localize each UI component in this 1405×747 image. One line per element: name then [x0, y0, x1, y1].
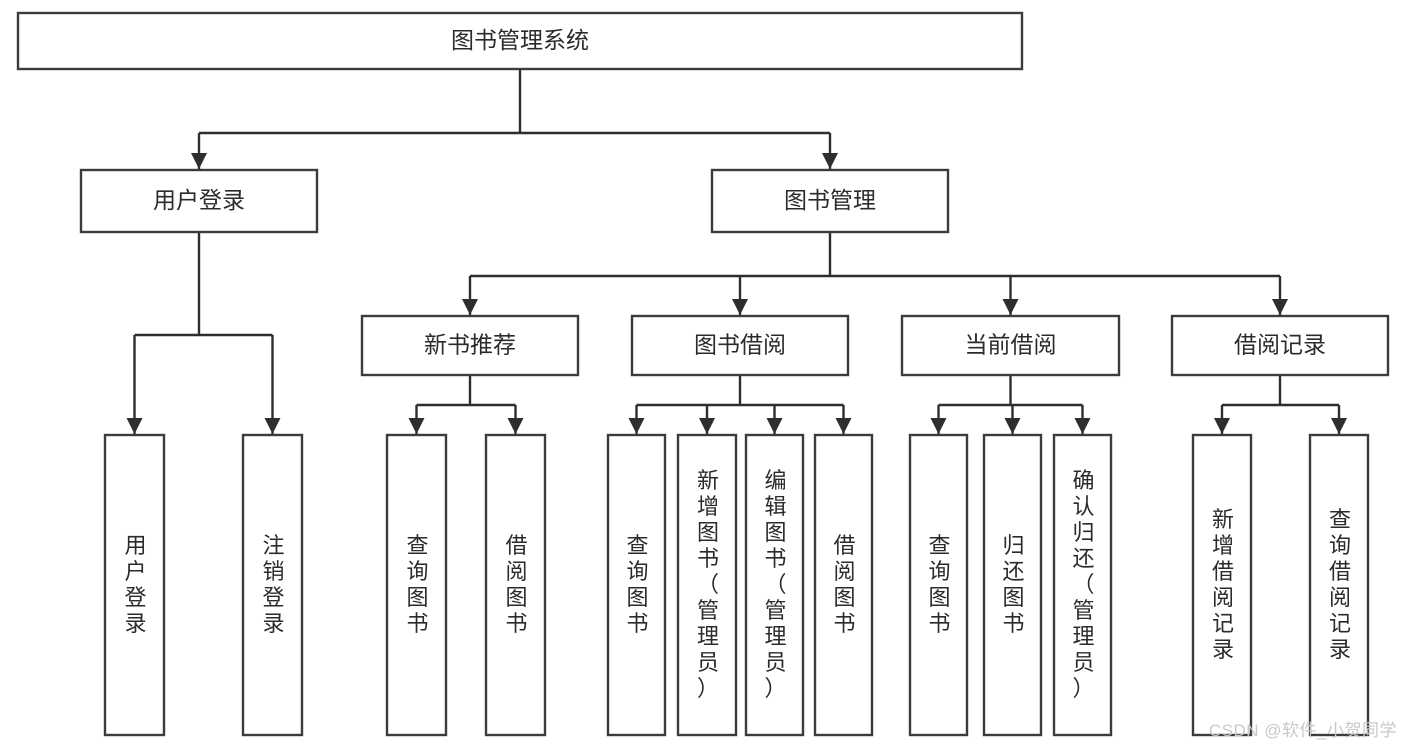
node-book-borrow[interactable]: 图书借阅 [630, 314, 850, 377]
node-leaf-query-record-label: 查询借阅记录 [1329, 507, 1351, 662]
arrow-head-icon [264, 418, 281, 434]
node-leaf-query-book-2-box[interactable] [606, 433, 667, 737]
node-user-login-box[interactable] [79, 168, 319, 234]
node-leaf-logout[interactable]: 注销登录 [241, 433, 304, 737]
node-book-borrow-label: 图书借阅 [694, 332, 786, 358]
node-leaf-logout-label: 注销登录 [262, 533, 284, 636]
node-leaf-query-book-1-box[interactable] [385, 433, 448, 737]
node-leaf-user-login[interactable]: 用户登录 [103, 433, 166, 737]
node-leaf-confirm-return-box[interactable] [1052, 433, 1113, 737]
node-leaf-edit-book-box[interactable] [744, 433, 805, 737]
node-current-borrow-box[interactable] [900, 314, 1121, 377]
node-leaf-query-book-3-label: 查询图书 [928, 533, 950, 636]
connectors-layer [126, 69, 1347, 434]
arrow-head-icon [1002, 299, 1019, 315]
node-leaf-add-record-box[interactable] [1191, 433, 1253, 737]
node-leaf-add-book[interactable]: 新增图书（管理员） [676, 433, 738, 737]
node-leaf-query-book-3-box[interactable] [908, 433, 969, 737]
node-leaf-borrow-book-2-label: 借阅图书 [833, 533, 855, 636]
arrow-head-icon [408, 418, 425, 434]
arrow-head-icon [628, 418, 645, 434]
arrow-head-icon [1272, 299, 1288, 315]
node-leaf-add-book-box[interactable] [676, 433, 738, 737]
node-root-system[interactable]: 图书管理系统 [16, 11, 1024, 71]
node-borrow-record[interactable]: 借阅记录 [1170, 314, 1390, 377]
node-leaf-user-login-label: 用户登录 [124, 533, 146, 636]
node-leaf-query-book-3[interactable]: 查询图书 [908, 433, 969, 737]
arrow-head-icon [835, 418, 852, 434]
nodes-layer: 图书管理系统用户登录图书管理新书推荐图书借阅当前借阅借阅记录用户登录注销登录查询… [16, 11, 1390, 737]
arrow-head-icon [930, 418, 947, 434]
node-leaf-logout-box[interactable] [241, 433, 304, 737]
arrow-head-icon [822, 153, 838, 169]
node-leaf-user-login-box[interactable] [103, 433, 166, 737]
node-leaf-query-book-1-label: 查询图书 [406, 533, 428, 636]
arrow-head-icon [462, 299, 478, 315]
node-leaf-query-book-2-label: 查询图书 [626, 533, 648, 636]
node-leaf-edit-book[interactable]: 编辑图书（管理员） [744, 433, 805, 737]
node-leaf-confirm-return[interactable]: 确认归还（管理员） [1052, 433, 1113, 737]
node-leaf-return-book-box[interactable] [982, 433, 1043, 737]
node-current-borrow-label: 当前借阅 [965, 332, 1057, 358]
node-user-login[interactable]: 用户登录 [79, 168, 319, 234]
node-root-system-box[interactable] [16, 11, 1024, 71]
node-leaf-return-book-label: 归还图书 [1002, 533, 1024, 636]
node-book-manage-box[interactable] [710, 168, 950, 234]
node-leaf-borrow-book-1-box[interactable] [484, 433, 547, 737]
node-leaf-query-book-1[interactable]: 查询图书 [385, 433, 448, 737]
arrow-head-icon [507, 418, 524, 434]
node-leaf-query-record[interactable]: 查询借阅记录 [1308, 433, 1370, 737]
node-leaf-edit-book-label: 编辑图书（管理员） [764, 468, 786, 701]
node-current-borrow[interactable]: 当前借阅 [900, 314, 1121, 377]
arrow-head-icon [699, 418, 715, 434]
arrow-head-icon [191, 153, 207, 169]
node-leaf-return-book[interactable]: 归还图书 [982, 433, 1043, 737]
node-leaf-borrow-book-2-box[interactable] [813, 433, 874, 737]
node-leaf-add-record-label: 新增借阅记录 [1212, 507, 1234, 662]
arrow-head-icon [1214, 418, 1230, 434]
node-leaf-add-book-label: 新增图书（管理员） [697, 468, 719, 701]
arrow-head-icon [126, 418, 143, 434]
node-leaf-query-book-2[interactable]: 查询图书 [606, 433, 667, 737]
node-leaf-query-record-box[interactable] [1308, 433, 1370, 737]
node-leaf-borrow-book-1[interactable]: 借阅图书 [484, 433, 547, 737]
node-root-system-label: 图书管理系统 [451, 27, 589, 53]
node-book-manage-label: 图书管理 [784, 187, 876, 213]
node-book-manage[interactable]: 图书管理 [710, 168, 950, 234]
node-user-login-label: 用户登录 [153, 187, 245, 213]
node-leaf-borrow-book-2[interactable]: 借阅图书 [813, 433, 874, 737]
node-leaf-add-record[interactable]: 新增借阅记录 [1191, 433, 1253, 737]
arrow-head-icon [1074, 418, 1091, 434]
node-new-book-rec-box[interactable] [360, 314, 580, 377]
arrow-head-icon [1004, 418, 1021, 434]
arrow-head-icon [1331, 418, 1347, 434]
node-book-borrow-box[interactable] [630, 314, 850, 377]
arrow-head-icon [732, 299, 748, 315]
node-leaf-confirm-return-label: 确认归还（管理员） [1072, 468, 1094, 701]
node-new-book-rec-label: 新书推荐 [424, 332, 516, 358]
node-new-book-rec[interactable]: 新书推荐 [360, 314, 580, 377]
node-leaf-borrow-book-1-label: 借阅图书 [505, 533, 527, 636]
node-borrow-record-box[interactable] [1170, 314, 1390, 377]
arrow-head-icon [766, 418, 783, 434]
node-borrow-record-label: 借阅记录 [1234, 332, 1326, 358]
